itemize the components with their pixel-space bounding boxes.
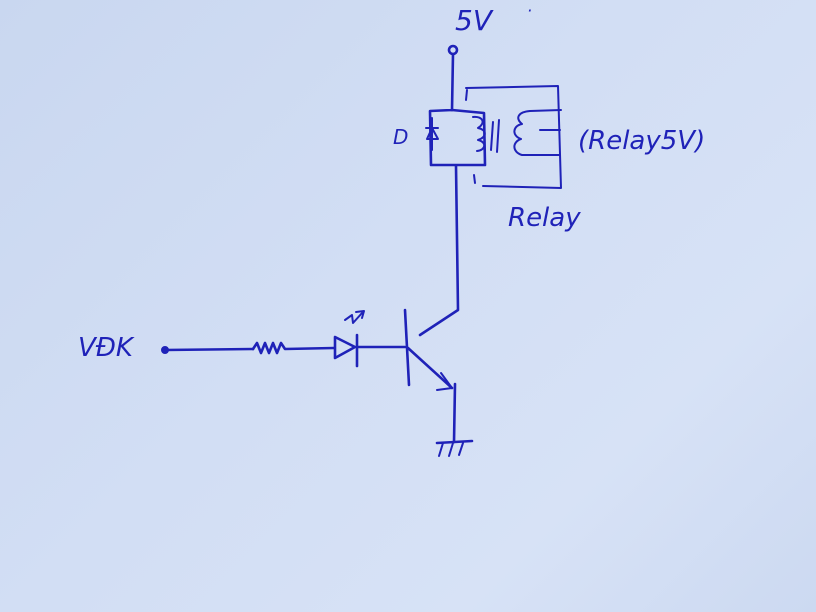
- input-label: VĐK: [78, 333, 135, 363]
- collector-wire: [418, 164, 460, 337]
- led: [333, 310, 407, 368]
- npn-transistor: [403, 308, 454, 391]
- relay-contact: [465, 85, 562, 189]
- diode-label: D: [393, 125, 408, 149]
- supply-dot: ·: [527, 1, 532, 20]
- input-terminal: [161, 346, 255, 354]
- emitter-wire: [452, 382, 457, 444]
- resistor: [251, 341, 336, 355]
- ground-symbol: [435, 439, 474, 457]
- relay-coil: [472, 115, 500, 153]
- supply-terminal: [447, 44, 459, 112]
- relay-label: Relay: [508, 203, 581, 233]
- supply-label: 5V: [455, 4, 494, 37]
- relay-spec-label: (Relay5V): [578, 126, 705, 156]
- flyback-diode: [425, 108, 487, 167]
